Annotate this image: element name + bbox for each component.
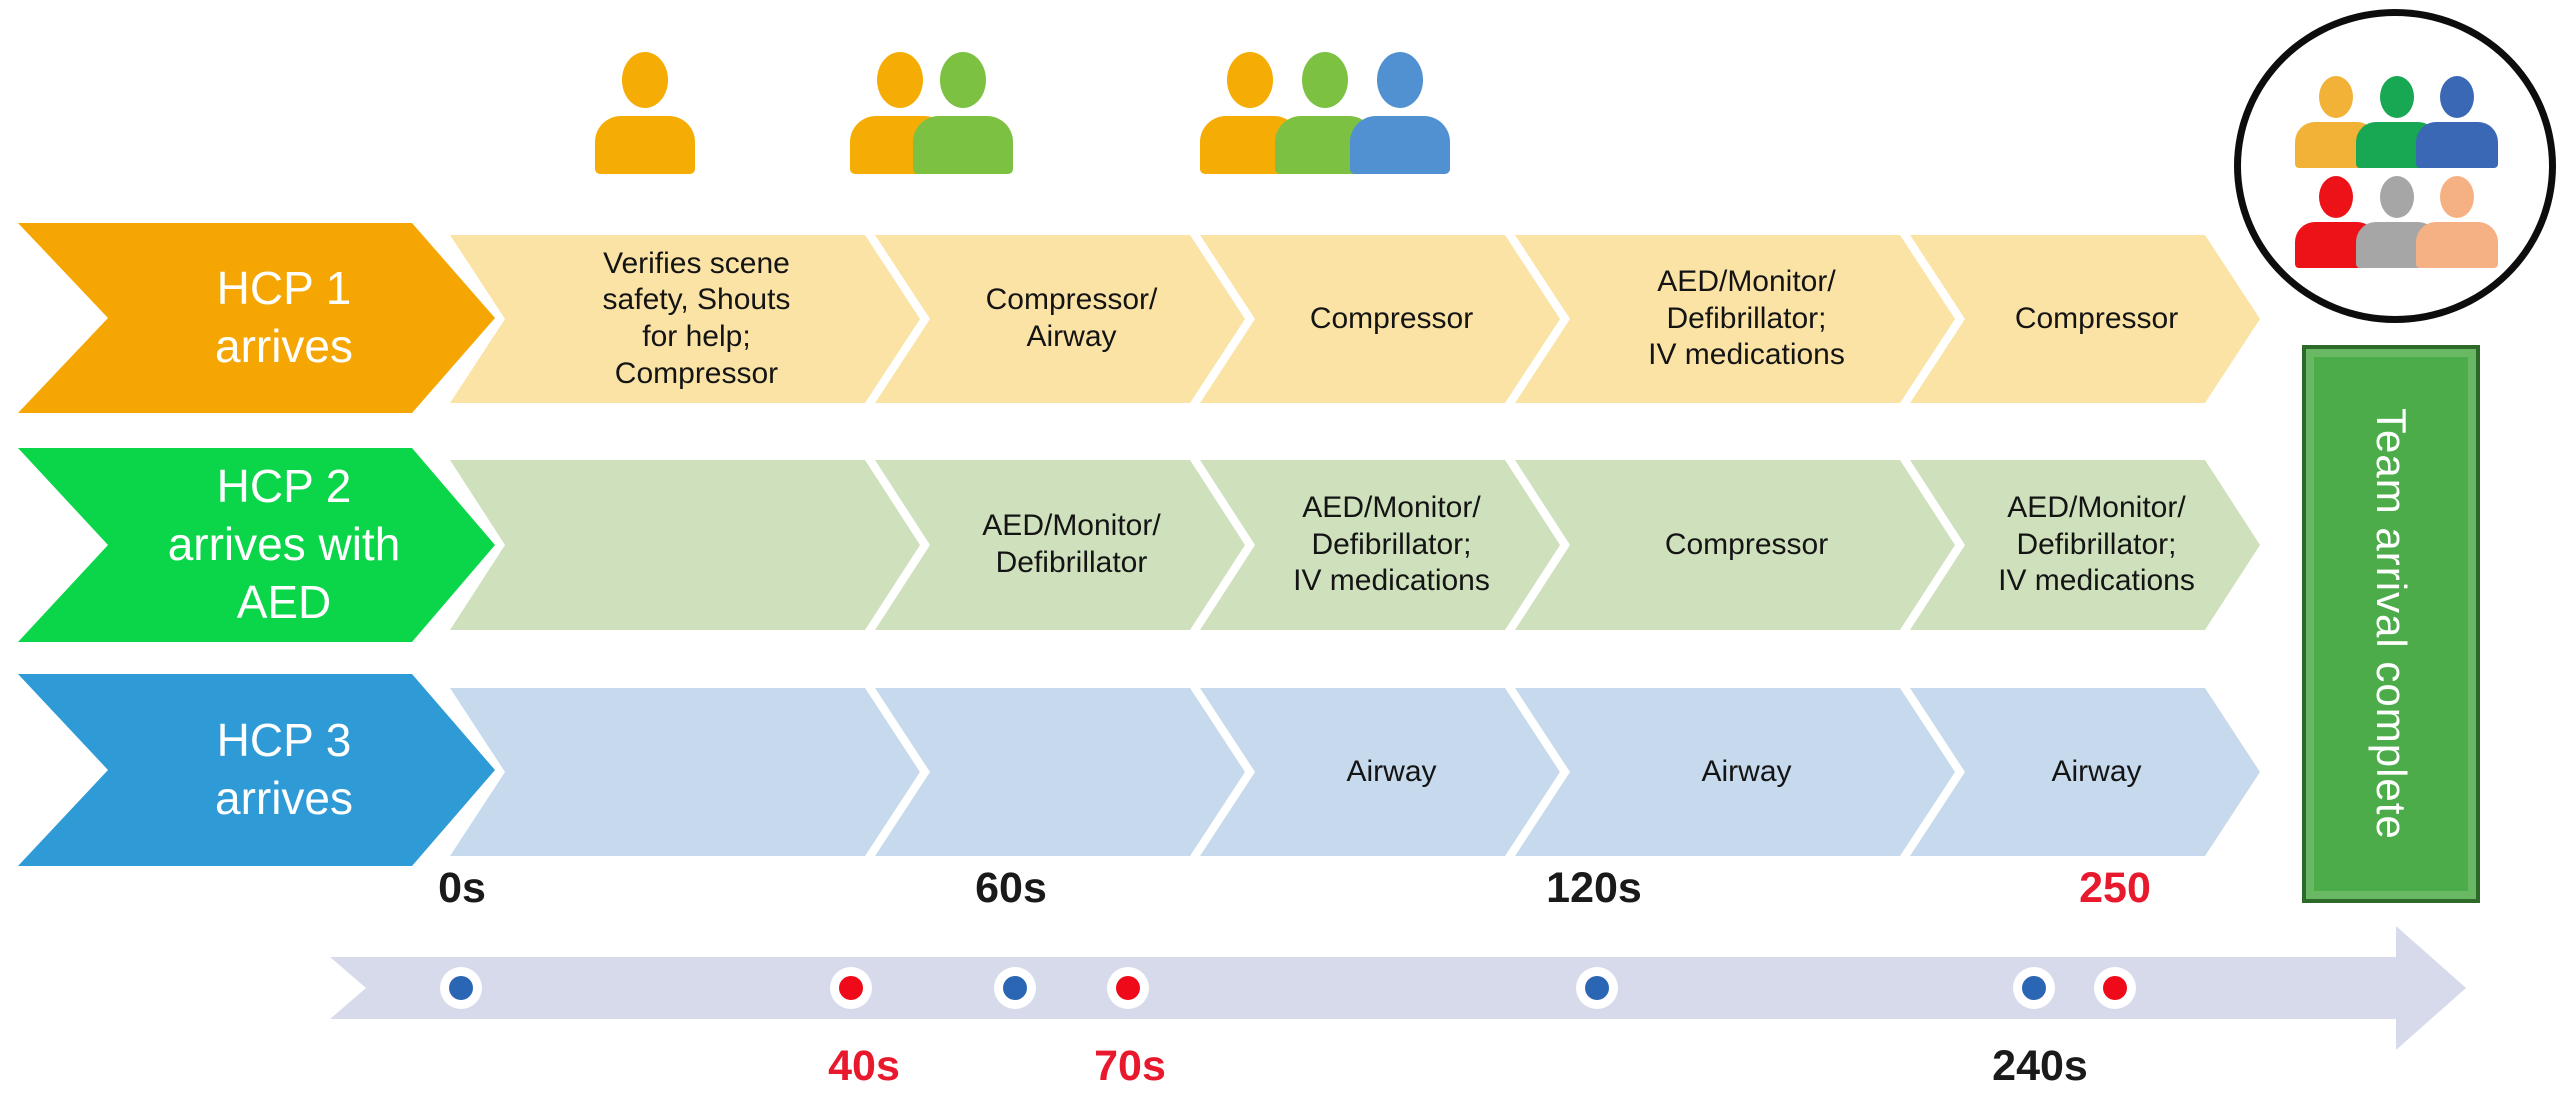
person-head — [622, 52, 668, 108]
rescuer-2-person-icon — [913, 52, 1013, 174]
hcp3-segment-3: Airway — [1200, 688, 1560, 856]
hcp1-segment-4: AED/Monitor/ Defibrillator; IV medicatio… — [1515, 235, 1955, 403]
time-label-60s: 60s — [975, 864, 1047, 912]
time-label-0s: 0s — [438, 864, 486, 912]
hcp2-segment-4: Compressor — [1515, 460, 1955, 630]
timeline-dot-40s — [830, 967, 872, 1009]
rescuer-3-person-icon — [1350, 52, 1450, 174]
team-arrival-complete-banner: Team arrival complete — [2302, 345, 2480, 903]
time-label-120s: 120s — [1546, 864, 1642, 912]
timeline-dot-70s — [1107, 967, 1149, 1009]
time-label-240s: 240s — [1992, 1042, 2088, 1090]
hcp1-segment-1: Verifies scene safety, Shouts for help; … — [450, 235, 920, 403]
time-label-70s: 70s — [1094, 1042, 1166, 1090]
hcp3-arrow-label: HCP 3 arrives — [214, 714, 354, 824]
hcp1-segment-2: Compressor/ Airway — [875, 235, 1245, 403]
timeline-dot-120s — [1576, 967, 1618, 1009]
hcp3-segment-5: Airway — [1910, 688, 2260, 856]
hcp2-segment-3: AED/Monitor/ Defibrillator; IV medicatio… — [1200, 460, 1560, 630]
timeline-dot-0s — [440, 967, 482, 1009]
rescuer-1-person-icon — [595, 52, 695, 174]
hcp3-segment-2 — [875, 688, 1245, 856]
hcp1-segment-3: Compressor — [1200, 235, 1560, 403]
person-torso — [595, 116, 695, 174]
hcp1-arrow-label: HCP 1 arrives — [214, 262, 354, 372]
timeline-dot-60s — [994, 967, 1036, 1009]
circle-person-blue-icon — [2416, 76, 2498, 168]
hcp2-segment-2: AED/Monitor/ Defibrillator — [875, 460, 1245, 630]
hcp2-segment-5: AED/Monitor/ Defibrillator; IV medicatio… — [1910, 460, 2260, 630]
hcp2-arrow-label: HCP 2 arrives with AED — [167, 460, 401, 628]
hcp2-arrival-arrow: HCP 2 arrives with AED — [18, 448, 495, 642]
timeline-dot-250s — [2094, 967, 2136, 1009]
banner-label: Team arrival complete — [2368, 408, 2415, 840]
circle-person-peach-icon — [2416, 176, 2498, 268]
time-label-40s: 40s — [828, 1042, 900, 1090]
hcp2-segment-1 — [450, 460, 920, 630]
six-rescuers-circle-icon — [2234, 9, 2556, 323]
timeline-arrowhead-icon — [2396, 926, 2466, 1050]
hcp3-segment-1 — [450, 688, 920, 856]
timeline-band — [330, 957, 2400, 1019]
hcp3-segment-4: Airway — [1515, 688, 1955, 856]
time-label-250: 250 — [2079, 864, 2151, 912]
timeline-dot-240s — [2013, 967, 2055, 1009]
hcp3-arrival-arrow: HCP 3 arrives — [18, 674, 495, 866]
hcp1-segment-5: Compressor — [1910, 235, 2260, 403]
hcp1-arrival-arrow: HCP 1 arrives — [18, 223, 495, 413]
